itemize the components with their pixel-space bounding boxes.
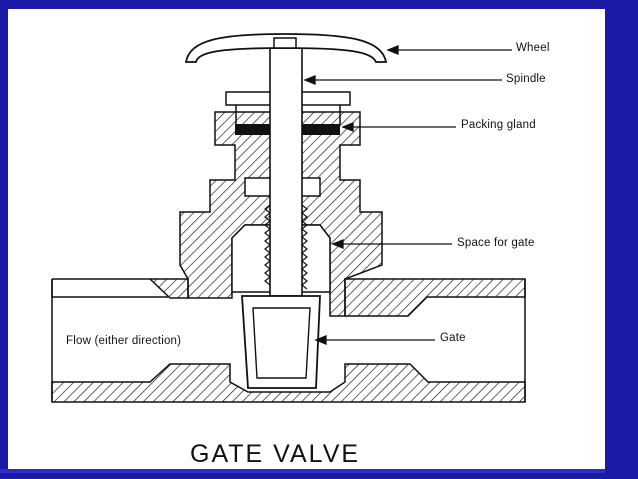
bottom-frame-bar <box>0 473 638 479</box>
right-frame-bar <box>605 0 638 479</box>
left-frame-bar <box>0 0 8 479</box>
label-leaders <box>303 45 512 345</box>
pipe-bottom-wall <box>51 279 526 403</box>
valve-spindle <box>264 47 308 297</box>
packing-gland-label: Packing gland <box>461 119 536 131</box>
top-frame-bar <box>0 0 638 9</box>
gate-label: Gate <box>440 332 466 344</box>
space-for-gate-label: Space for gate <box>457 237 535 249</box>
bottom-frame-strip <box>0 469 605 473</box>
wheel-label: Wheel <box>516 42 550 54</box>
handwheel <box>184 33 388 63</box>
flow-label: Flow (either direction) <box>66 335 182 347</box>
diagram-caption: GATE VALVE <box>190 440 361 468</box>
spindle-label: Spindle <box>506 73 546 85</box>
gate-wedge <box>241 295 321 389</box>
